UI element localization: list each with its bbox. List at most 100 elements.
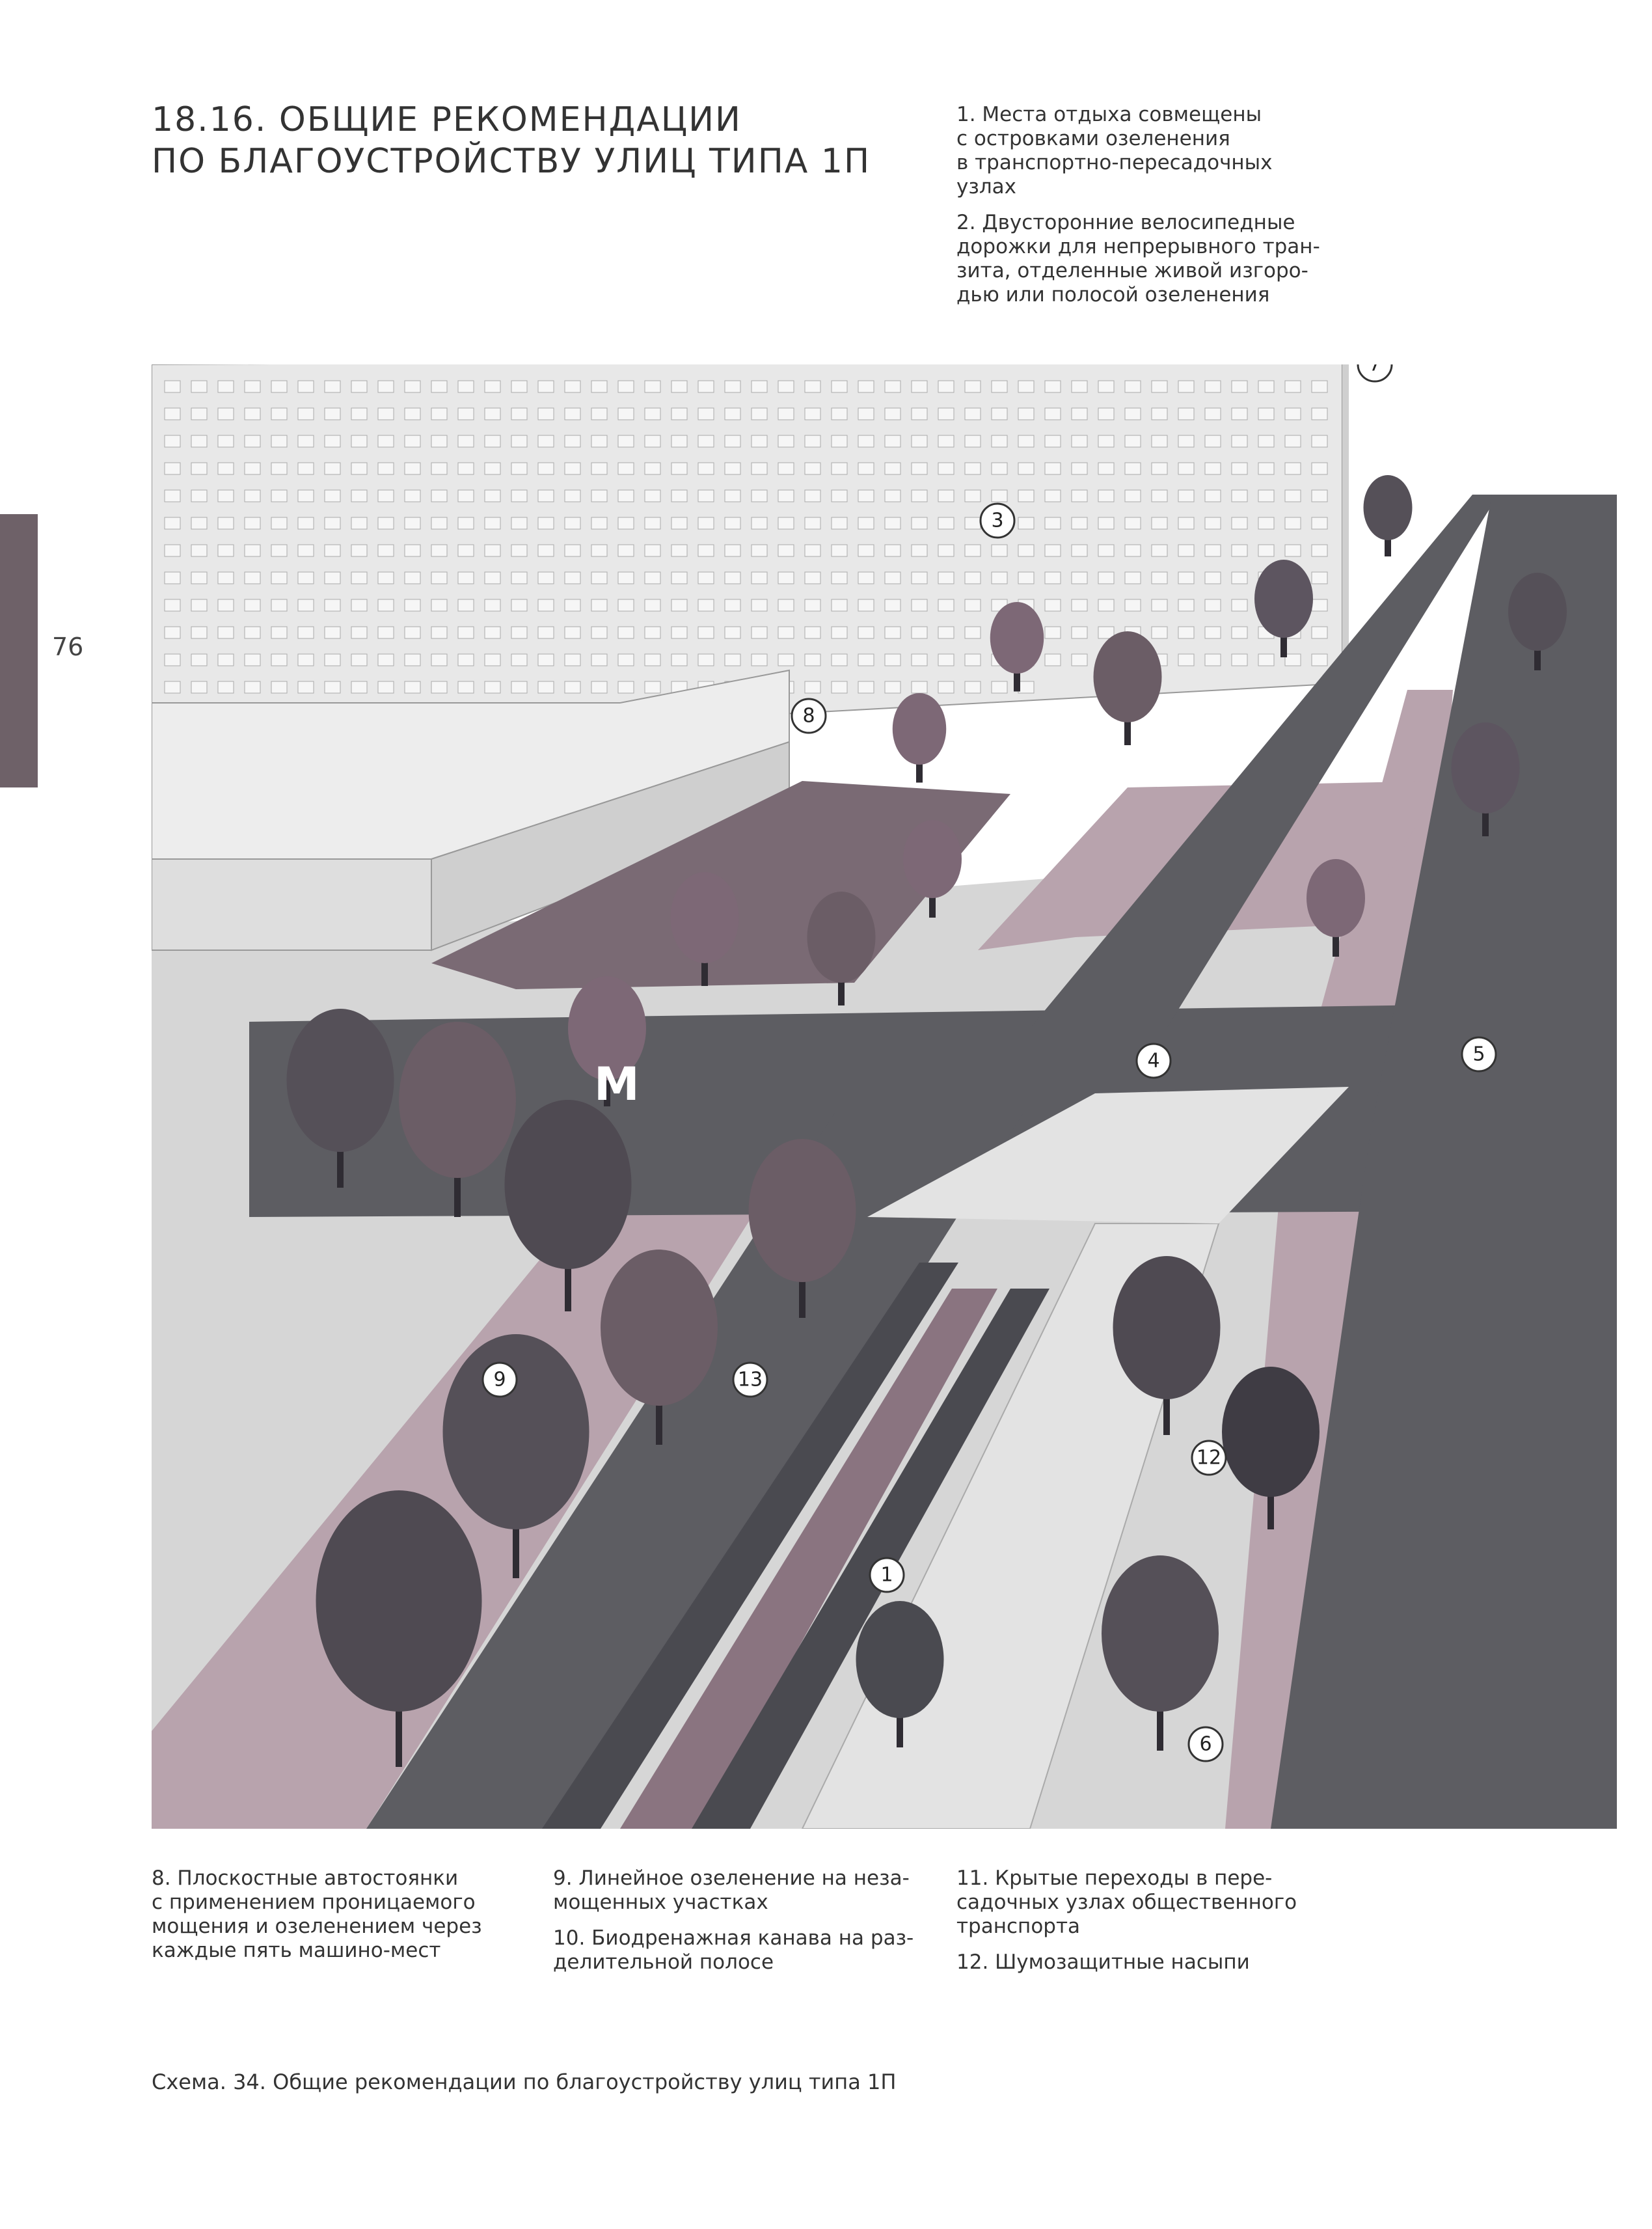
building-window <box>1071 544 1088 557</box>
building-window <box>244 571 261 584</box>
building-window <box>591 653 608 666</box>
building-window <box>724 380 741 393</box>
building-window <box>804 380 821 393</box>
building-window <box>1178 517 1195 530</box>
note-1: 1. Места отдыха совмещены с островками о… <box>956 103 1273 198</box>
marker-1: 1 <box>869 1557 905 1593</box>
building-window <box>1284 489 1301 502</box>
building-window <box>964 653 981 666</box>
building-window <box>831 462 848 475</box>
building-window <box>324 435 341 448</box>
building-window <box>1231 571 1248 584</box>
building-window <box>991 571 1008 584</box>
building-window <box>564 435 581 448</box>
building-window <box>1018 544 1035 557</box>
building-window <box>751 489 768 502</box>
building-window <box>938 599 955 612</box>
building-window <box>804 599 821 612</box>
notes-top: 1. Места отдыха совмещены с островками о… <box>956 103 1360 319</box>
metro-sign: М <box>594 1058 640 1111</box>
building-window <box>457 544 474 557</box>
building-window <box>271 681 288 694</box>
building-window <box>431 462 448 475</box>
building-window <box>1124 489 1141 502</box>
building-window <box>751 599 768 612</box>
building-window <box>1311 571 1328 584</box>
building-window <box>964 544 981 557</box>
building-window <box>351 571 368 584</box>
building-window <box>484 599 501 612</box>
building-window <box>1178 599 1195 612</box>
building-window <box>351 681 368 694</box>
bike-lane <box>620 1289 997 1829</box>
building-window <box>938 571 955 584</box>
building-window <box>297 517 314 530</box>
building-window <box>377 407 394 420</box>
building-window <box>1311 626 1328 639</box>
building-window <box>804 681 821 694</box>
building-window <box>404 571 421 584</box>
building-window <box>1258 407 1275 420</box>
building-window <box>858 599 874 612</box>
building-window <box>404 681 421 694</box>
building-window <box>724 489 741 502</box>
tree-crown <box>892 693 947 765</box>
building-window <box>484 462 501 475</box>
building-window <box>1018 462 1035 475</box>
building-window <box>991 380 1008 393</box>
building-window <box>778 462 794 475</box>
building-window <box>644 380 661 393</box>
building-window <box>537 653 554 666</box>
building-window <box>377 435 394 448</box>
building-window <box>1204 571 1221 584</box>
building-window <box>1204 517 1221 530</box>
building-window <box>1284 653 1301 666</box>
building-window <box>244 380 261 393</box>
building-window <box>858 435 874 448</box>
building-window <box>911 571 928 584</box>
building-window <box>751 626 768 639</box>
building-window <box>511 681 528 694</box>
building-window <box>858 489 874 502</box>
building-window <box>591 489 608 502</box>
building-window <box>778 380 794 393</box>
notes-col-3: 11. Крытые переходы в пере- садочных узл… <box>956 1867 1347 1986</box>
building-window <box>1231 489 1248 502</box>
marker-label: 3 <box>991 510 1003 532</box>
building-window <box>297 462 314 475</box>
building-window <box>751 407 768 420</box>
building-window <box>964 380 981 393</box>
building-window <box>191 681 208 694</box>
tree-crown <box>807 892 876 983</box>
tree-trunk <box>1124 704 1131 745</box>
building-window <box>404 653 421 666</box>
building-window <box>911 380 928 393</box>
building-windows <box>164 380 1328 694</box>
building-window <box>964 489 981 502</box>
building-window <box>324 653 341 666</box>
building-window <box>324 380 341 393</box>
tree-trunk <box>454 1147 461 1217</box>
building-window <box>858 544 874 557</box>
building-window <box>1071 626 1088 639</box>
building-window <box>1311 599 1328 612</box>
tree-trunk <box>1482 795 1489 836</box>
building-window <box>1284 380 1301 393</box>
building-window <box>297 380 314 393</box>
building-window <box>778 653 794 666</box>
building-window <box>484 653 501 666</box>
building-window <box>404 626 421 639</box>
building-window <box>537 462 554 475</box>
building-window <box>324 599 341 612</box>
building-window <box>884 681 901 694</box>
building-window <box>991 681 1008 694</box>
building-window <box>617 462 634 475</box>
building-window <box>191 435 208 448</box>
building-window <box>1044 626 1061 639</box>
building-window <box>377 489 394 502</box>
building-window <box>938 517 955 530</box>
building-window <box>617 571 634 584</box>
building-window <box>991 435 1008 448</box>
building-window <box>884 626 901 639</box>
tree-crown <box>601 1250 718 1406</box>
